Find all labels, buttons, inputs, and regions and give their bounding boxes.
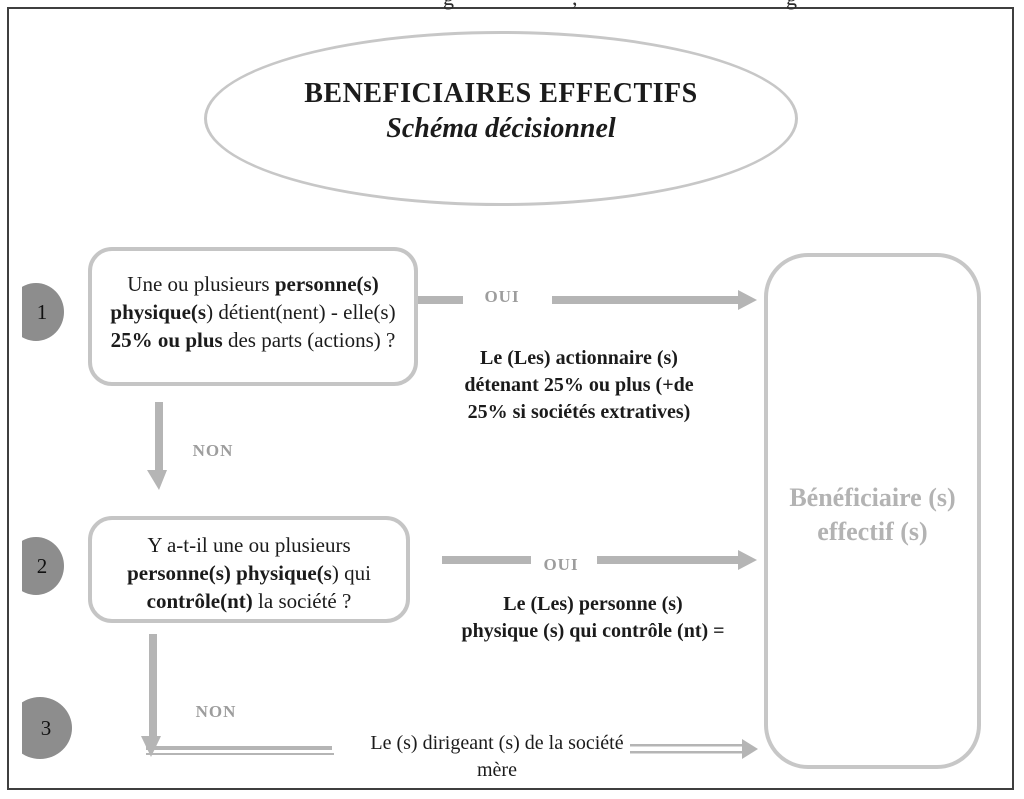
result-line: Le (s) dirigeant (s) de la société: [370, 732, 624, 754]
oui-label-2: OUI: [543, 555, 579, 574]
result-text-2: Le (Les) personne (s) physique (s) qui c…: [428, 591, 758, 645]
question-box-2: Y a-t-il une ou plusieurs personne(s) ph…: [88, 516, 410, 623]
question-line: Une ou plusieurs personne(s): [127, 272, 379, 296]
diagram-subtitle: Schéma décisionnel: [386, 112, 616, 144]
non-label-1: NON: [192, 441, 234, 460]
result-line: Le (Les) actionnaire (s): [480, 347, 678, 369]
cropped-text-artifacts: g , g: [0, 0, 1024, 12]
result-line: détenant 25% ou plus (+de: [464, 374, 694, 396]
beneficiary-line: effectif (s): [817, 517, 928, 546]
result-text-3: Le (s) dirigeant (s) de la société mère: [358, 730, 636, 784]
question-line: 25% ou plus des parts (actions) ?: [110, 328, 396, 352]
text-fragment: ,: [572, 0, 578, 11]
oui-label-1: OUI: [484, 287, 520, 306]
question-box-1: Une ou plusieurs personne(s) physique(s)…: [88, 247, 418, 386]
question-line: personne(s) physique(s) qui: [127, 561, 371, 585]
step-number: 3: [40, 715, 52, 740]
text-fragment: g: [786, 0, 797, 11]
diagram-title: BENEFICIAIRES EFFECTIFS: [304, 77, 698, 109]
result-line: Le (Les) personne (s): [503, 593, 683, 615]
step-badge-3: 3: [22, 697, 72, 759]
result-line: 25% si sociétés extratives): [467, 401, 691, 423]
step-number: 2: [36, 553, 48, 578]
title-ellipse: BENEFICIAIRES EFFECTIFS Schéma décisionn…: [204, 31, 798, 206]
step-number: 1: [36, 299, 48, 324]
question-line: Y a-t-il une ou plusieurs: [147, 533, 351, 557]
result-line: mère: [477, 759, 517, 781]
beneficiary-line: Bénéficiaire (s): [789, 483, 956, 512]
non-label-2: NON: [195, 702, 237, 721]
result-line: physique (s) qui contrôle (nt) =: [461, 620, 725, 642]
question-line: physique(s) détient(nent) - elle(s): [110, 300, 396, 324]
outer-frame: [7, 7, 1014, 790]
result-text-1: Le (Les) actionnaire (s) détenant 25% ou…: [424, 345, 734, 426]
beneficiary-box: Bénéficiaire (s) effectif (s): [764, 253, 981, 769]
text-fragment: g: [443, 0, 454, 11]
question-line: contrôle(nt) la société ?: [146, 589, 352, 613]
